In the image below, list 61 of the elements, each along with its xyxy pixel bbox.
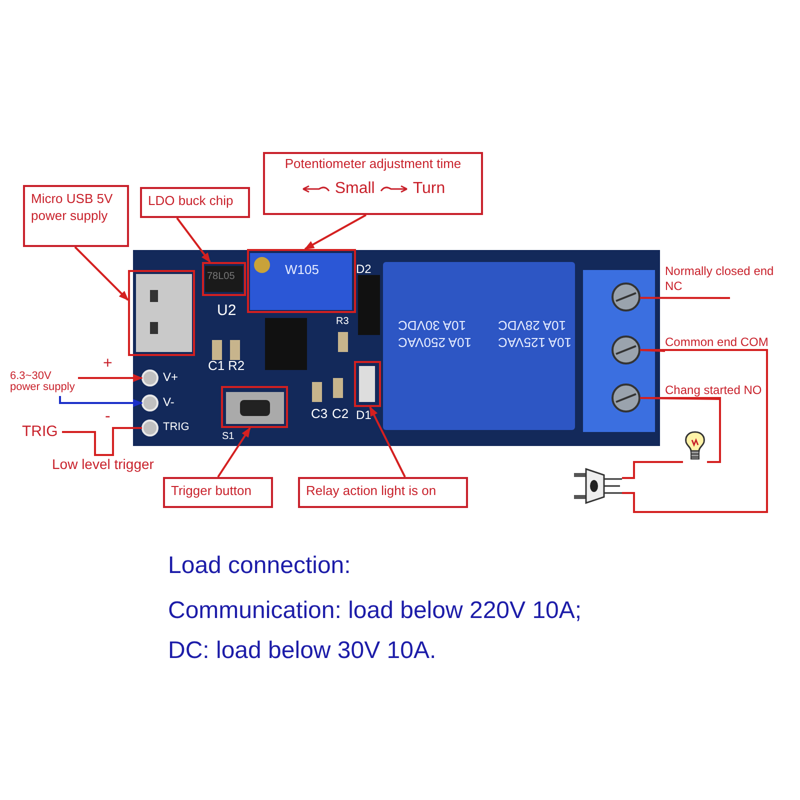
direction-label: Small [334,180,375,197]
callout-box: Trigger button [163,477,273,508]
silkscreen-label: C2 [332,406,349,421]
silkscreen-label: D1 [356,408,372,422]
sign-label: - [105,408,110,426]
rating-text: 10A 30VDC [398,318,466,333]
button-highlight [221,386,288,428]
leader-line [176,217,211,263]
silkscreen-label: TRIG [163,421,190,433]
silkscreen-label: C3 [311,406,328,421]
terminal-label: Common end COM [665,335,785,351]
silkscreen-label: U2 [217,302,236,319]
wire [640,296,730,299]
chip-marking: 78L05 [207,271,235,282]
callout-box: Micro USB 5V power supply [23,185,129,247]
silkscreen-label: D2 [356,262,372,276]
note-label: Low level trigger [52,456,154,472]
screw-terminal [611,282,641,312]
light-bulb-icon [683,430,707,462]
note-text: Communication: load below 220V 10A; [168,597,582,625]
trigger-waveform-line [62,427,142,456]
silkscreen-label: V+ [163,370,178,384]
leader-line [217,427,251,478]
leader-line [369,406,406,478]
wire [622,349,768,513]
silkscreen-label: R3 [336,316,349,327]
callout-box: Relay action light is on [298,477,468,508]
potentiometer-highlight [247,249,356,313]
led-highlight [354,361,381,407]
pin-pad [141,369,159,387]
arrow [59,396,143,407]
arrow [78,374,143,382]
screw-terminal [611,383,641,413]
terminal-label: Chang started NO [665,383,785,399]
leader-line [74,246,129,301]
callout-box: LDO buck chip [140,187,250,218]
leader-line [304,214,366,250]
supply-label: 6.3~30V power supply [10,371,78,396]
screw-terminal [611,335,641,365]
terminal-label: Normally closed end NC [665,264,775,298]
rating-text: 10A 28VDC [498,318,566,333]
wire [622,461,683,479]
usb-port-highlight [128,270,195,356]
rating-text: 10A 125VAC [498,335,572,350]
pin-pad [141,419,159,437]
direction-label: Turn [412,180,446,197]
callout-heading: Potentiometer adjustment time [284,155,462,172]
component-marking: W105 [285,262,319,277]
silkscreen-label: R2 [228,358,245,373]
note-text: DC: load below 30V 10A. [168,637,436,665]
chip-highlight [202,262,246,296]
heading-text: Load connection: [168,552,351,580]
silkscreen-label: C1 [208,358,225,373]
sign-label: + [103,355,112,373]
signal-label: TRIG [22,424,62,444]
rating-text: 10A 250VAC [398,335,472,350]
silkscreen-label: V- [163,395,174,409]
silkscreen-label: S1 [222,431,234,442]
wire [640,397,721,463]
pin-pad [141,394,159,412]
power-plug-icon [574,465,622,507]
